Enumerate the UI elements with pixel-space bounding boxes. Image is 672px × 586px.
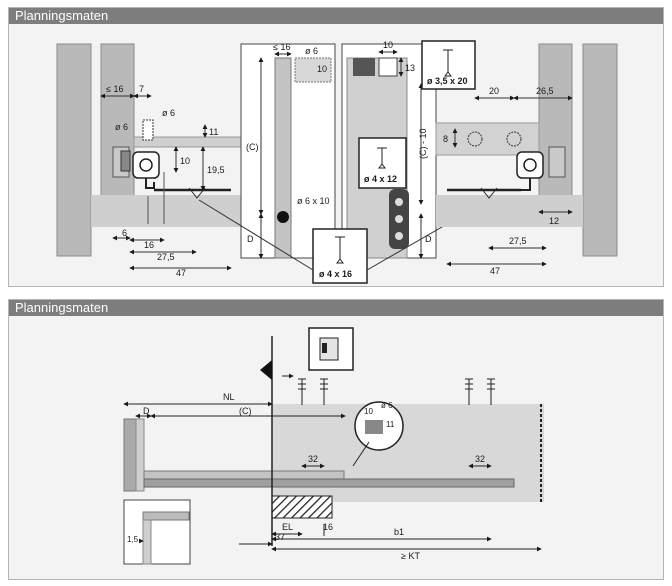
dim-detail-10: 10	[364, 407, 373, 416]
top-diagram: ≤ 16 7 ø 6 ø 6 11 10 19,5 6 16 27,5 47	[9, 24, 663, 286]
dim-center-phi6x10: ø 6 x 10	[297, 196, 330, 206]
dim-center-phi6: ø 6	[305, 46, 318, 56]
screw-label-3-5x20: ø 3,5 x 20	[427, 76, 468, 86]
dim-center-c: (C)	[246, 142, 259, 152]
detail-callout: 10 ø 6 11	[352, 401, 404, 467]
dim-cr-c10: (C) - 10	[418, 128, 428, 159]
drawer-assembly	[123, 327, 544, 546]
screw-label-4x16: ø 4 x 16	[319, 269, 352, 279]
dim-nl: NL	[223, 392, 235, 402]
screw-icon	[443, 49, 453, 77]
bottom-diagram: 10 ø 6 11 NL D (C) 32 32 EL 16 37 b1 ≥ K…	[9, 316, 663, 579]
dim-left-16: ≤ 16	[106, 84, 123, 94]
dim-left-10: 10	[180, 156, 190, 166]
dim-left-47: 47	[176, 268, 186, 278]
panel-bottom: Planningsmaten	[8, 299, 664, 580]
screw-callout-4x16: ø 4 x 16	[312, 228, 368, 284]
dim-left-16b: 16	[144, 240, 154, 250]
screw-callout-3-5x20: ø 3,5 x 20	[421, 40, 476, 90]
panel-bottom-title: Planningsmaten	[9, 300, 663, 316]
dim-c: (C)	[239, 406, 252, 416]
dim-left-phi6b: ø 6	[115, 122, 128, 132]
dim-cr-d: D	[425, 234, 432, 244]
dim-left-7: 7	[139, 84, 144, 94]
dim-detail-11: 11	[386, 420, 395, 429]
screw-markers	[298, 378, 495, 405]
screw-callout-4x12: ø 4 x 12	[358, 137, 407, 189]
dim-center-d: D	[247, 234, 254, 244]
dim-center-16: ≤ 16	[273, 42, 290, 52]
dim-b1: b1	[394, 527, 404, 537]
center-cabinet: (C) D ≤ 16 ø 6 10 ø 6 x 10	[240, 42, 336, 259]
inset-detail: 1,5	[123, 499, 191, 565]
dim-right-26-5: 26,5	[536, 86, 554, 96]
dim-32a: 32	[308, 454, 318, 464]
cabinet-icon	[308, 327, 354, 371]
dim-right-20: 20	[489, 86, 499, 96]
dim-16: 16	[323, 522, 333, 532]
left-runner-section: ≤ 16 7 ø 6 ø 6 11 10 19,5 6 16 27,5 47	[56, 43, 242, 278]
dim-d: D	[143, 406, 150, 416]
dim-right-8: 8	[443, 134, 448, 144]
right-runner-section: 20 26,5 8 12 27,5 47	[435, 43, 618, 276]
screw-label-4x12: ø 4 x 12	[364, 174, 397, 184]
dim-detail-phi6: ø 6	[381, 401, 393, 410]
dim-left-6: 6	[122, 228, 127, 238]
dim-left-27-5: 27,5	[157, 252, 175, 262]
dim-center-10: 10	[317, 64, 327, 74]
screw-icon	[335, 236, 345, 264]
dim-cr-13: 13	[405, 63, 415, 73]
panel-top-title: Planningsmaten	[9, 8, 663, 24]
dim-32b: 32	[475, 454, 485, 464]
dim-right-27-5: 27,5	[509, 236, 527, 246]
dim-kt: ≥ KT	[401, 551, 420, 561]
dim-el: EL	[282, 522, 293, 532]
screw-icon	[377, 147, 387, 169]
dim-right-12: 12	[549, 216, 559, 226]
dim-37: 37	[275, 532, 285, 542]
dim-right-47: 47	[490, 266, 500, 276]
dim-left-11: 11	[209, 127, 218, 137]
dim-left-19-5: 19,5	[207, 165, 225, 175]
dim-1-5: 1,5	[127, 535, 139, 544]
dim-cr-10: 10	[383, 40, 393, 50]
panel-top: Planningsmaten ≤ 16	[8, 7, 664, 287]
dim-left-phi6a: ø 6	[162, 108, 175, 118]
